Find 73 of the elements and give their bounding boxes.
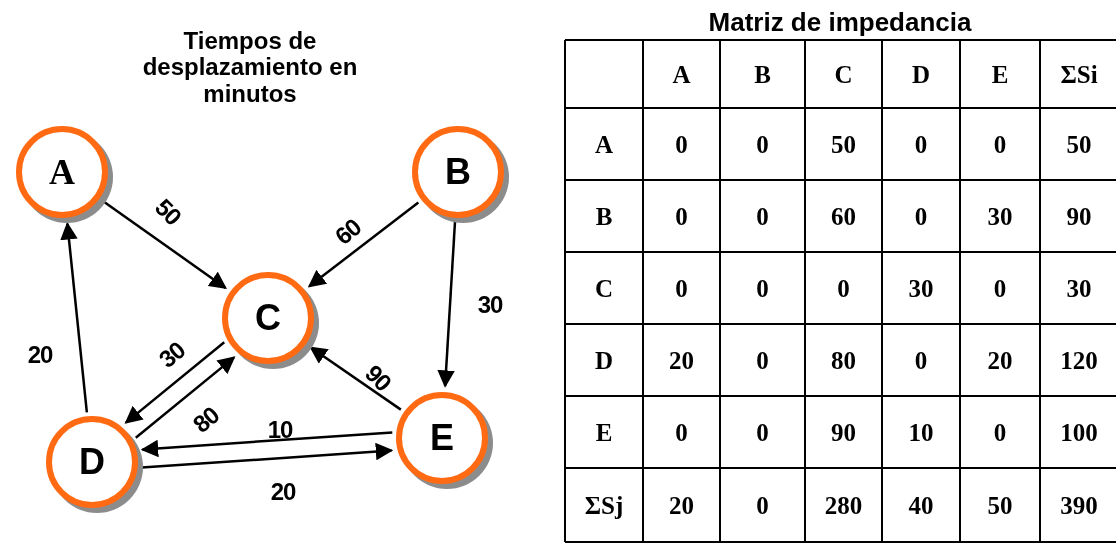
table-value: 0 xyxy=(675,275,688,301)
table-header: A xyxy=(594,131,614,157)
table-value: 0 xyxy=(756,492,769,518)
table-value: 20 xyxy=(669,347,694,373)
table-value: 0 xyxy=(993,275,1007,301)
table-header: D xyxy=(911,61,931,87)
table-value: 40 xyxy=(908,492,934,518)
edge-label: 20 xyxy=(270,480,296,504)
edge-label: 90 xyxy=(360,360,396,396)
table-title: Matriz de impedancia xyxy=(707,8,973,37)
node-label: A xyxy=(49,151,75,193)
edge-label: 80 xyxy=(188,402,224,438)
table-header: D xyxy=(594,347,614,373)
node-label: D xyxy=(79,441,105,483)
arrow xyxy=(141,442,394,469)
table-value: 80 xyxy=(831,347,856,373)
table-value: 0 xyxy=(756,203,769,229)
arrow xyxy=(307,201,420,288)
table-header: B xyxy=(754,61,771,87)
arrow xyxy=(437,221,457,388)
table-value: 30 xyxy=(987,203,1013,229)
table-value: 100 xyxy=(1060,419,1098,445)
table-header: ΣSi xyxy=(1060,61,1098,87)
table-value: 390 xyxy=(1060,492,1098,518)
table-value: 30 xyxy=(908,275,934,301)
table-value: 0 xyxy=(756,419,769,445)
table-value: 0 xyxy=(837,275,850,301)
table-value: 50 xyxy=(1066,131,1092,157)
arrow xyxy=(140,431,393,458)
table-value: 50 xyxy=(987,492,1013,518)
table-value: 30 xyxy=(1066,275,1092,301)
table-value: 90 xyxy=(831,419,856,445)
table-value: 120 xyxy=(1060,347,1098,373)
table-value: 20 xyxy=(987,347,1013,373)
edge-label: 50 xyxy=(150,194,186,230)
table-value: 0 xyxy=(993,419,1007,445)
arrow xyxy=(60,222,89,413)
table-value: 0 xyxy=(675,419,688,445)
edge-label: 30 xyxy=(477,293,503,317)
table-header: E xyxy=(595,419,613,445)
edge-label: 30 xyxy=(154,337,190,373)
table-value: 0 xyxy=(993,131,1007,157)
edge-label: 20 xyxy=(27,343,53,367)
table-value: 50 xyxy=(831,131,856,157)
node-label: B xyxy=(445,151,471,193)
table-header: B xyxy=(595,203,613,229)
table-header: C xyxy=(834,61,853,87)
table-value: 0 xyxy=(914,347,928,373)
table-value: 0 xyxy=(914,203,928,229)
table-value: 280 xyxy=(824,492,863,518)
table-value: 0 xyxy=(675,131,688,157)
edge-label: 60 xyxy=(330,214,366,250)
table-header: E xyxy=(991,61,1009,87)
table-header: A xyxy=(672,61,691,87)
arrow xyxy=(134,356,236,439)
arrow xyxy=(124,341,226,424)
table-header: ΣSj xyxy=(584,492,624,518)
table-value: 60 xyxy=(831,203,856,229)
arrow xyxy=(102,199,227,289)
table-header: C xyxy=(594,275,614,301)
table-value: 0 xyxy=(756,131,769,157)
table-value: 0 xyxy=(756,275,769,301)
node-label: E xyxy=(430,417,454,459)
table-value: 10 xyxy=(908,419,934,445)
table-value: 0 xyxy=(756,347,769,373)
table-value: 20 xyxy=(669,492,694,518)
table-value: 0 xyxy=(914,131,928,157)
diagram-title: Tiempos de desplazamiento en minutos xyxy=(141,28,359,108)
table-value: 90 xyxy=(1066,203,1092,229)
arrow xyxy=(309,346,402,411)
node-label: C xyxy=(255,297,281,339)
table-value: 0 xyxy=(675,203,688,229)
edge-label: 10 xyxy=(267,418,293,442)
